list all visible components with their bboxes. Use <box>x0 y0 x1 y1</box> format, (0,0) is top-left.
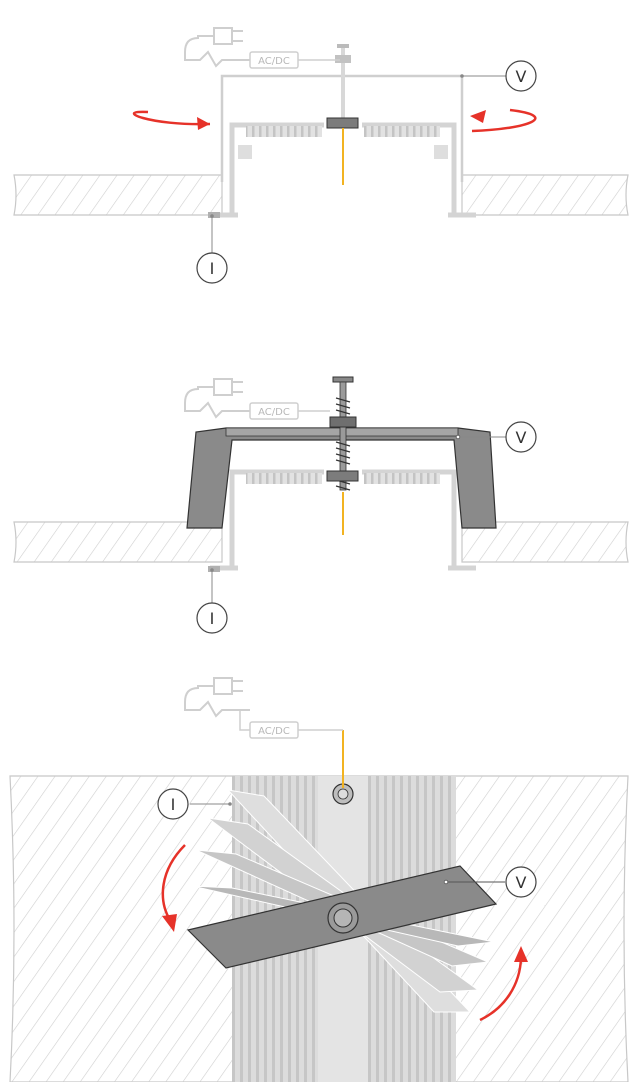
recessed-profile <box>210 469 476 571</box>
ceiling-slab-right <box>461 174 629 216</box>
heatsink-ribs-right <box>364 473 440 484</box>
callout-profile <box>196 602 228 634</box>
screw-icon <box>332 376 354 383</box>
profile-edge-mark <box>208 212 220 218</box>
ceiling-slab-right <box>461 521 629 563</box>
mounting-clamp <box>186 427 497 529</box>
callout-profile-label: I <box>210 609 215 628</box>
profile-corner-left <box>238 145 252 159</box>
screw-nut <box>326 117 359 129</box>
callout-clamp <box>505 421 537 453</box>
callout-clamp-label: V <box>516 67 527 86</box>
plug-icon <box>184 27 250 68</box>
callout-profile-label: I <box>171 795 176 814</box>
callout-clamp <box>505 866 537 898</box>
callout-clamp-label: V <box>516 873 527 892</box>
step-1-section: AC/DC V I <box>13 27 629 284</box>
heatsink-ribs-left <box>246 473 322 484</box>
acdc-label: AC/DC <box>258 407 290 418</box>
acdc-label: AC/DC <box>258 726 290 737</box>
acdc-label: AC/DC <box>258 56 290 67</box>
rotate-arrow-icon <box>132 108 537 133</box>
screw-thread <box>335 397 351 491</box>
ceiling-slab-left <box>13 174 223 216</box>
step-3-section: AC/DC I V <box>9 677 629 1083</box>
rotate-arrow-icon <box>161 844 528 1022</box>
callout-profile <box>196 252 228 284</box>
heatsink-ribs-right <box>364 126 440 137</box>
callout-clamp-label: V <box>516 428 527 447</box>
ceiling-slab-left <box>13 521 223 563</box>
callout-profile <box>157 788 189 820</box>
screw-nut <box>326 470 359 482</box>
callout-clamp <box>505 60 537 92</box>
profile-corner-right <box>434 145 448 159</box>
step-2-section: AC/DC V I <box>13 376 629 634</box>
screw-nut-top <box>329 416 357 428</box>
callout-profile-label: I <box>210 259 215 278</box>
plug-icon <box>184 378 250 419</box>
heatsink-ribs-left <box>246 126 322 137</box>
screw-icon <box>337 44 349 48</box>
plug-icon <box>184 677 250 718</box>
